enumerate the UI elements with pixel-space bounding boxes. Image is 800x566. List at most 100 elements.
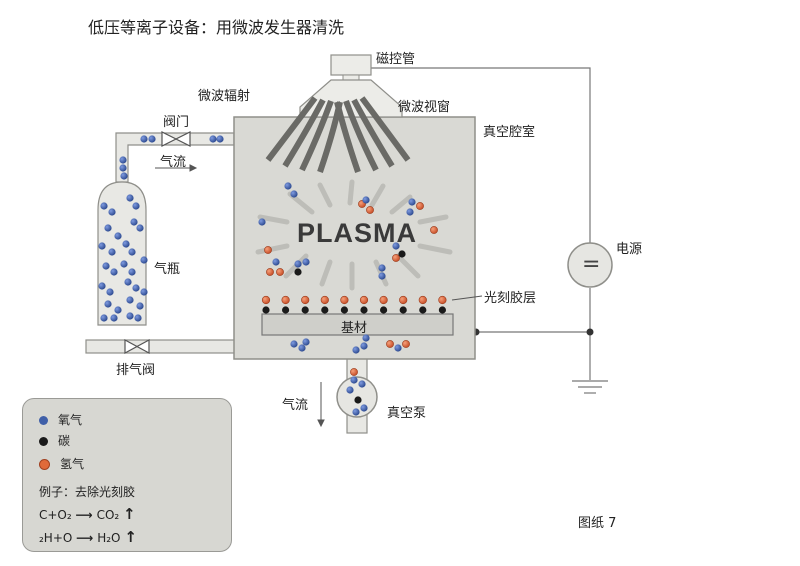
oxygen-atom	[346, 386, 354, 394]
oxygen-atom	[114, 232, 122, 240]
oxygen-atom	[100, 202, 108, 210]
legend-carbon: 碳	[39, 432, 70, 449]
hydrogen-atom	[379, 295, 388, 305]
oxygen-atom	[302, 258, 310, 266]
power-supply-label: 电源	[616, 242, 643, 257]
carbon-atom	[398, 250, 406, 258]
legend-carbon-label: 碳	[58, 434, 71, 448]
photoresist-label: 光刻胶层	[484, 291, 537, 306]
carbon-atom	[419, 306, 427, 314]
microwave-radiation-label: 微波辐射	[198, 89, 251, 104]
oxygen-atom	[119, 156, 127, 164]
exhaust-valve-label: 排气阀	[116, 363, 156, 378]
hydrogen-atom	[418, 295, 427, 305]
oxygen-atom	[290, 190, 298, 198]
right-arrow-icon: ⟶	[75, 508, 93, 522]
carbon-atom	[399, 306, 407, 314]
oxygen-atom	[209, 135, 217, 143]
exhaust-pipe	[85, 339, 237, 354]
plasma-label: PLASMA	[297, 218, 417, 248]
gas-bottle-label: 气瓶	[154, 262, 181, 277]
oxygen-atom	[108, 208, 116, 216]
hydrogen-atom	[276, 268, 284, 276]
oxygen-atom	[136, 302, 144, 310]
power-symbol: =	[582, 252, 601, 277]
gas-flow-bottom-label: 气流	[282, 398, 309, 413]
oxygen-atom	[378, 264, 386, 272]
up-arrow-icon: ↑	[124, 528, 137, 546]
oxygen-atom	[110, 268, 118, 276]
oxygen-atom	[124, 278, 132, 286]
hydrogen-atom	[261, 295, 271, 305]
carbon-atom	[282, 306, 290, 314]
oxygen-atom	[360, 404, 368, 412]
eq2-left: ₂H+O	[39, 531, 73, 545]
carbon-dot-icon	[39, 437, 48, 446]
oxygen-atom	[126, 194, 134, 202]
plasma-rays	[255, 179, 453, 291]
hydrogen-atom	[438, 295, 447, 305]
legend-hydrogen-label: 氢气	[60, 457, 85, 471]
oxygen-atom	[100, 314, 108, 322]
microwave-window-label: 微波视窗	[398, 100, 451, 115]
oxygen-atom	[120, 260, 128, 268]
oxygen-atom	[272, 258, 280, 266]
oxygen-atom	[98, 282, 106, 290]
wire-node-right	[586, 328, 594, 336]
oxygen-atom	[284, 182, 292, 190]
oxygen-atom	[130, 218, 138, 226]
oxygen-atom	[134, 314, 142, 322]
oxygen-atom	[126, 312, 134, 320]
oxygen-atom	[392, 242, 400, 250]
hydrogen-atom	[266, 268, 274, 276]
photoresist-leader	[451, 295, 483, 301]
molecules	[98, 135, 447, 416]
gas-flow-top-label: 气流	[160, 155, 187, 170]
figure-label: 图纸 7	[578, 516, 617, 531]
carbon-atom	[321, 306, 329, 314]
oxygen-atom	[258, 218, 266, 226]
oxygen-dot-icon	[39, 416, 48, 425]
substrate-label: 基材	[341, 321, 368, 336]
eq1-left: C+O₂	[39, 508, 72, 522]
carbon-atom	[301, 306, 309, 314]
valve[interactable]	[161, 131, 191, 147]
hydrogen-atom	[301, 295, 310, 305]
oxygen-atom	[106, 288, 114, 296]
exhaust-valve[interactable]	[124, 338, 150, 355]
microwave-waves	[265, 96, 411, 173]
hydrogen-atom	[340, 295, 349, 305]
oxygen-atom	[136, 224, 144, 232]
oxygen-atom	[302, 338, 310, 346]
oxygen-atom	[108, 248, 116, 256]
oxygen-atom	[216, 135, 224, 143]
oxygen-atom	[120, 172, 128, 180]
oxygen-atom	[298, 344, 306, 352]
hydrogen-atom	[264, 246, 272, 254]
oxygen-atom	[104, 224, 112, 232]
equation-2: ₂H+O ⟶ H₂O ↑	[39, 528, 137, 546]
oxygen-atom	[126, 296, 134, 304]
magnetron-label: 磁控管	[376, 52, 416, 67]
carbon-atom	[340, 306, 348, 314]
oxygen-atom	[98, 242, 106, 250]
magnetron	[330, 54, 372, 76]
oxygen-atom	[140, 135, 148, 143]
oxygen-atom	[352, 346, 360, 354]
carbon-atom	[354, 396, 362, 404]
eq1-right: CO₂	[96, 508, 120, 522]
ground-symbol	[572, 380, 608, 394]
carbon-atom	[294, 268, 302, 276]
substrate	[261, 313, 454, 336]
oxygen-atom	[104, 300, 112, 308]
hydrogen-atom	[281, 295, 290, 305]
hydrogen-dot-icon	[39, 459, 50, 470]
carbon-atom	[262, 306, 270, 314]
oxygen-atom	[294, 260, 302, 268]
hydrogen-atom	[320, 295, 329, 305]
carbon-atom	[380, 306, 388, 314]
hydrogen-atom	[350, 368, 358, 376]
hydrogen-atom	[392, 254, 400, 262]
vacuum-chamber-label: 真空腔室	[483, 125, 536, 140]
